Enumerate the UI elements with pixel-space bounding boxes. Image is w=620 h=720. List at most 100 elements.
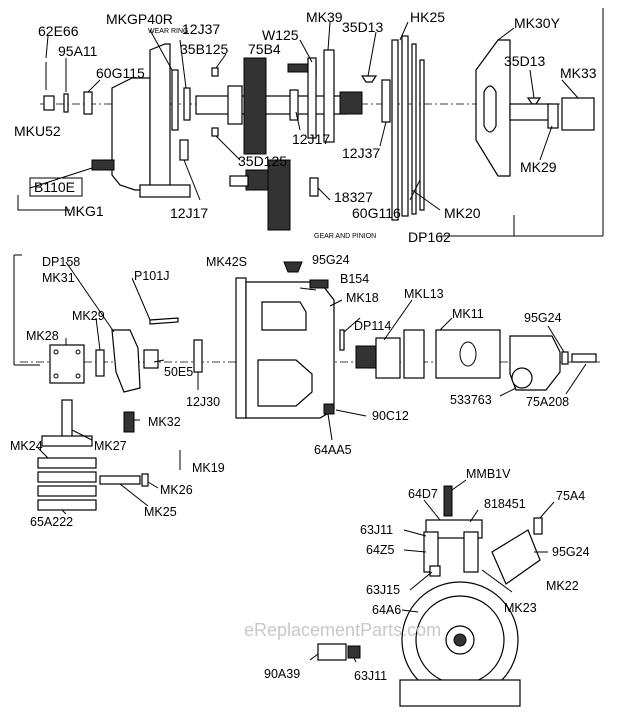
mk29-part [547,103,559,129]
12j37-part [183,87,191,121]
63j15-elbow [463,531,479,573]
95g24-right-washer [561,351,569,365]
75b4-screw [287,63,311,73]
label-mkgp40r: MKGP40R [106,11,173,27]
pinion-shaft [229,175,249,187]
65a222-ring-a [37,457,97,469]
mku52-part [43,95,55,111]
mk29-shaft [509,103,551,121]
label-mk42s: MK42S [206,255,247,269]
label-533763: 533763 [450,393,492,407]
label-dp162: DP162 [408,229,451,245]
frame-lines [13,8,604,366]
leader-lines [17,21,587,663]
label-mk26: MK26 [160,483,193,497]
label-mk24: MK24 [10,439,43,453]
label-63j11-low: 63J11 [354,669,387,683]
60g115-part [83,91,93,115]
mk18-window-bottom [257,359,313,407]
label-mk32: MK32 [148,415,181,429]
63j11-low-part [347,645,361,659]
label-b154: B154 [340,272,369,286]
label-75b4: 75B4 [248,41,281,57]
coupling-part [339,91,363,115]
label-mk33: MK33 [560,65,597,81]
35b125-part [211,67,219,77]
label-90c12: 90C12 [372,409,409,423]
label-75a208: 75A208 [526,395,569,409]
label-35b125: 35B125 [180,41,228,57]
mk33-part [561,97,595,131]
part-labels: MKGP40R WEAR RING 12J37 MK39 35D13 HK25 … [10,9,597,683]
65a222-ring-c [37,485,97,497]
label-mk25: MK25 [144,505,177,519]
label-w125: W125 [262,27,299,43]
label-mk27: MK27 [94,439,127,453]
label-mk20: MK20 [444,205,481,221]
mk30y-center [483,85,497,133]
watermark: eReplacementParts.com [244,620,441,640]
label-35d125: 35D125 [238,153,287,169]
label-95g24-low: 95G24 [552,545,590,559]
pump-base [399,679,521,707]
label-95g24-right: 95G24 [524,311,562,325]
label-64d7: 64D7 [408,487,438,501]
b110e-box [29,177,83,197]
12j30-part [193,339,203,373]
label-b110e: B110E [34,179,75,195]
mkg1-foot [139,184,191,198]
label-18327: 18327 [334,189,373,205]
mk29-mid-part [95,349,105,377]
dp114-part [339,329,345,351]
mk11-part [435,329,501,379]
label-50e5: 50E5 [164,365,193,379]
65a222-ring-d [37,499,97,511]
mk24-part [41,435,93,447]
60g116-part [419,59,425,211]
label-35d13-right: 35D13 [504,53,545,69]
35d13-top-part [360,75,378,83]
label-64z5: 64Z5 [366,543,395,557]
top-assembly [43,35,595,231]
pump-shaft [453,633,467,647]
mk22-cartridge [491,529,541,585]
b110e-bolt [91,159,115,171]
label-mk39: MK39 [306,9,343,25]
mk32-screw [123,411,135,433]
label-mk18: MK18 [346,291,379,305]
mk11-sleeve [403,329,425,379]
label-90a39: 90A39 [264,667,300,681]
label-12j37-mid: 12J37 [342,145,380,161]
label-mk11: MK11 [452,307,484,321]
b154-screw [309,279,329,289]
label-95a11: 95A11 [58,43,98,59]
35d125-part [211,127,219,137]
label-75a4: 75A4 [556,489,585,503]
label-95g24-mid: 95G24 [312,253,350,267]
label-63j11-top: 63J11 [360,523,393,537]
12j37-mid-part [381,79,391,123]
label-mk28: MK28 [26,329,59,343]
label-mk29-top: MK29 [520,159,557,175]
label-63j15: 63J15 [366,583,400,597]
mkl13-part [355,345,377,369]
label-mmb1v: MMB1V [466,467,511,481]
65a222-ring-b [37,471,97,483]
label-65a222: 65A222 [30,515,73,529]
label-p101j: P101J [134,269,169,283]
label-mk23: MK23 [504,601,537,615]
mk42s-plug [283,261,303,273]
label-mk22: MK22 [546,579,579,593]
mkgp40r-wear-ring [171,69,179,131]
mk25-part [99,475,141,485]
75a208-bolt [571,353,597,363]
big-gear [243,57,267,155]
label-35d13-top: 35D13 [342,19,383,35]
label-hk25: HK25 [410,9,445,25]
label-62e66: 62E66 [38,23,79,39]
hk25-disc-c [411,43,417,215]
12j17-mid-part [179,139,189,161]
95a11-part [63,93,69,113]
mmb1v-valve [443,485,453,517]
